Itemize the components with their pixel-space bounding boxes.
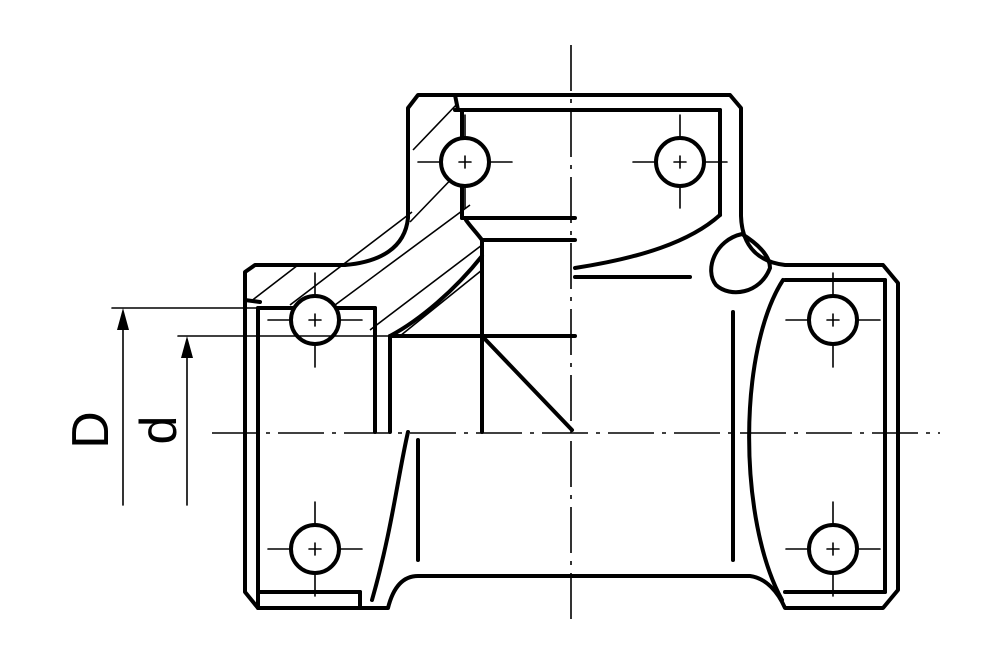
center-lines bbox=[212, 45, 940, 622]
bolt-hole-marker-icon bbox=[267, 272, 363, 368]
bolt-holes bbox=[267, 114, 881, 597]
section-hatching bbox=[249, 102, 483, 337]
bolt-hole-marker-icon bbox=[785, 501, 881, 597]
bolt-hole-marker-icon bbox=[267, 501, 363, 597]
bolt-hole-marker-icon bbox=[417, 114, 513, 209]
tee-outline bbox=[243, 93, 900, 610]
bolt-hole-marker-icon bbox=[632, 114, 728, 209]
arrow-up-icon bbox=[117, 308, 129, 330]
dimension-d: d bbox=[130, 335, 391, 506]
outer-contour bbox=[243, 93, 900, 610]
dimension-label-D: D bbox=[62, 411, 120, 449]
dimension-D: D bbox=[62, 307, 259, 506]
bolt-hole-marker-icon bbox=[785, 272, 881, 368]
arrow-up-icon bbox=[181, 336, 193, 358]
dimension-label-d: d bbox=[130, 416, 188, 445]
